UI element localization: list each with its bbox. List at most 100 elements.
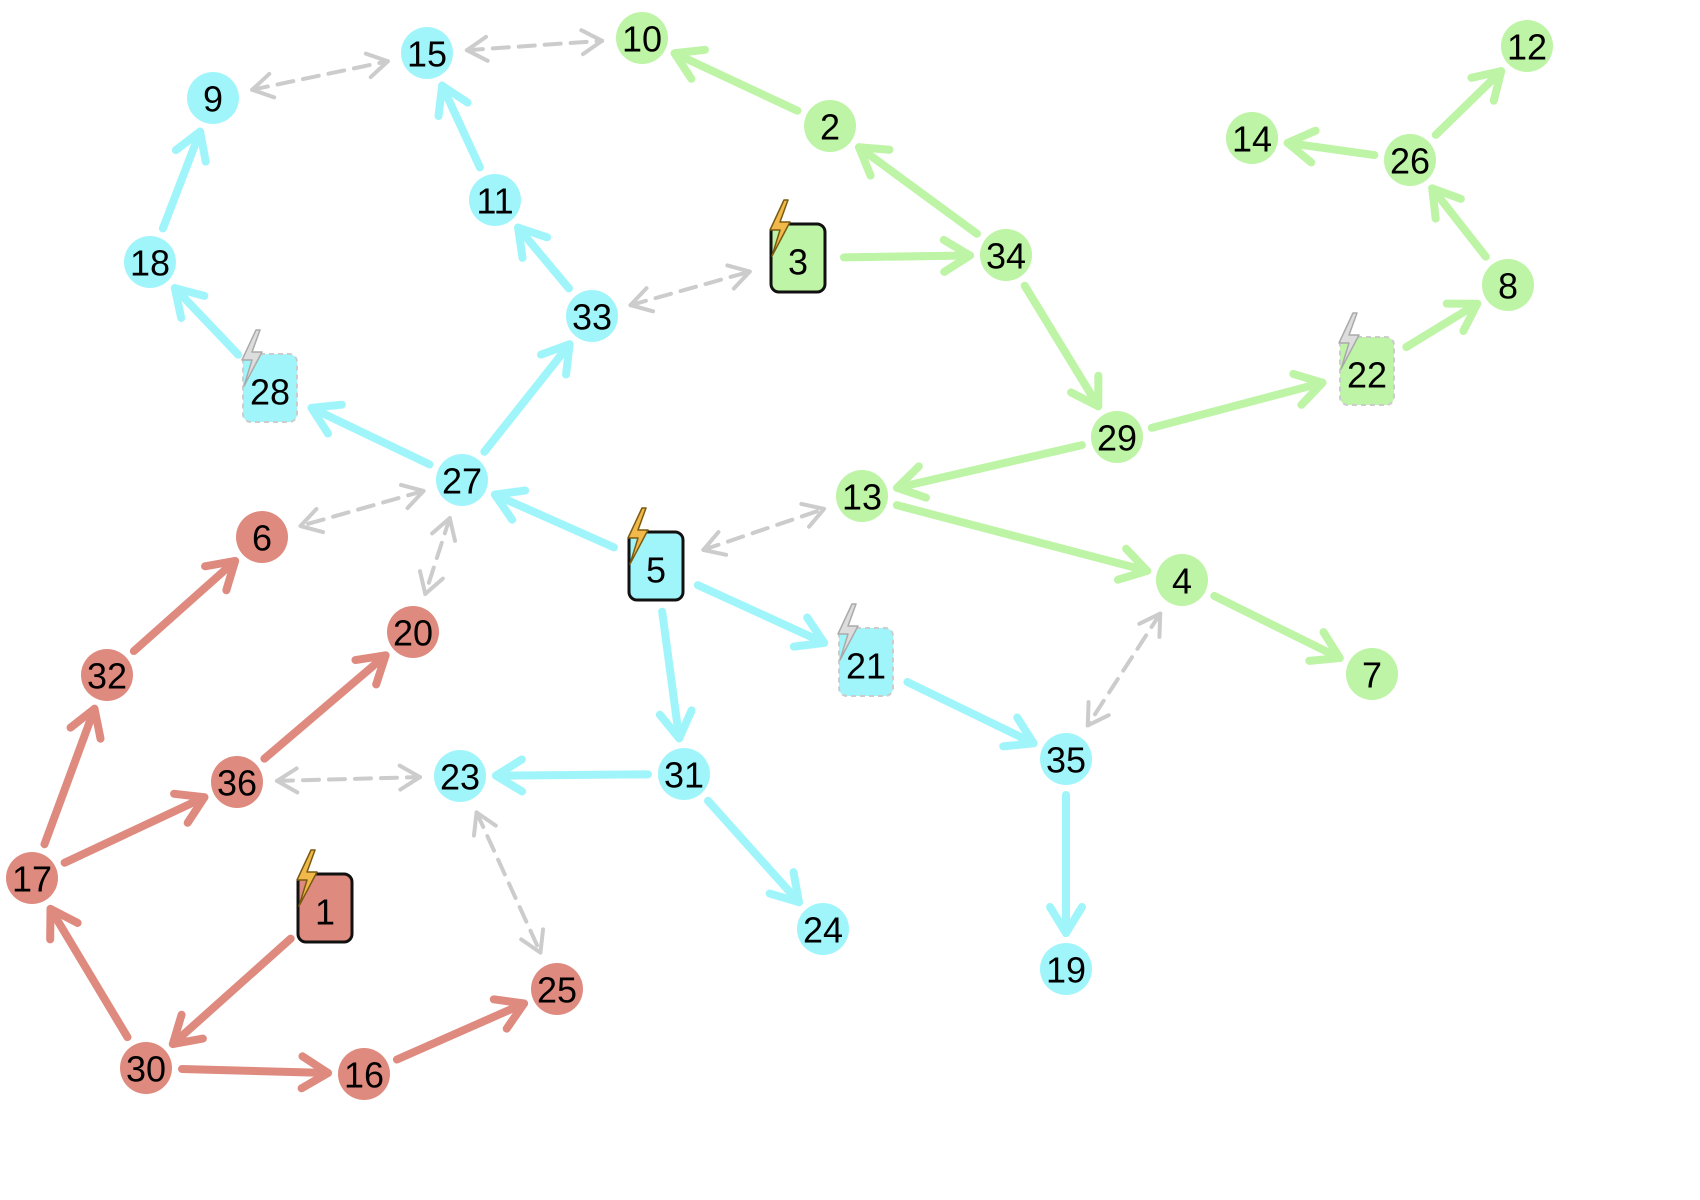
node-29-circle[interactable] — [1091, 411, 1143, 463]
node-31-circle[interactable] — [658, 748, 710, 800]
node-2[interactable]: 2 — [804, 100, 856, 152]
node-15-circle[interactable] — [401, 27, 453, 79]
node-3[interactable]: 3 — [769, 199, 827, 294]
node-14-circle[interactable] — [1226, 112, 1278, 164]
node-36-label: 36 — [217, 763, 257, 804]
node-28[interactable]: 28 — [241, 329, 298, 423]
node-34-circle[interactable] — [980, 229, 1032, 281]
node-25-circle[interactable] — [531, 963, 583, 1015]
node-15[interactable]: 15 — [401, 27, 453, 79]
edge-32-6 — [129, 556, 240, 656]
node-5-box[interactable] — [627, 530, 685, 602]
node-17[interactable]: 17 — [6, 852, 58, 904]
edge-36-20 — [260, 651, 390, 763]
node-20-circle[interactable] — [387, 606, 439, 658]
node-23[interactable]: 23 — [434, 750, 486, 802]
node-9[interactable]: 9 — [187, 72, 239, 124]
node-35[interactable]: 35 — [1040, 733, 1092, 785]
node-33-circle[interactable] — [566, 290, 618, 342]
node-30-circle[interactable] — [120, 1042, 172, 1094]
node-13[interactable]: 13 — [836, 470, 888, 522]
node-24-label: 24 — [803, 910, 843, 951]
node-27[interactable]: 27 — [436, 454, 488, 506]
node-29-label: 29 — [1097, 418, 1137, 459]
node-7[interactable]: 7 — [1346, 648, 1398, 700]
node-35-circle[interactable] — [1040, 733, 1092, 785]
edge-34-29 — [1020, 281, 1103, 411]
node-19[interactable]: 19 — [1040, 943, 1092, 995]
node-36-circle[interactable] — [211, 756, 263, 808]
edge-23-25 — [471, 810, 546, 955]
node-23-circle[interactable] — [434, 750, 486, 802]
node-22-label: 22 — [1347, 355, 1387, 396]
node-1-label: 1 — [315, 892, 335, 933]
edge-30-17 — [46, 904, 132, 1042]
node-18-circle[interactable] — [124, 236, 176, 288]
node-25-label: 25 — [537, 970, 577, 1011]
edge-27-33 — [480, 340, 574, 456]
node-16-label: 16 — [344, 1055, 384, 1096]
node-31-label: 31 — [664, 755, 704, 796]
node-26-circle[interactable] — [1384, 134, 1436, 186]
lightning-inactive-icon — [837, 603, 859, 661]
node-18[interactable]: 18 — [124, 236, 176, 288]
node-6[interactable]: 6 — [236, 511, 288, 563]
node-11[interactable]: 11 — [469, 174, 521, 226]
node-1-box[interactable] — [296, 872, 354, 944]
node-24[interactable]: 24 — [797, 903, 849, 955]
node-7-circle[interactable] — [1346, 648, 1398, 700]
lightning-inactive-icon — [241, 329, 263, 387]
edge-31-24 — [704, 796, 803, 907]
edge-27-20 — [417, 516, 458, 596]
node-33[interactable]: 33 — [566, 290, 618, 342]
node-8-circle[interactable] — [1482, 259, 1534, 311]
node-1[interactable]: 1 — [296, 849, 354, 944]
node-4-circle[interactable] — [1156, 554, 1208, 606]
node-27-circle[interactable] — [436, 454, 488, 506]
node-12-circle[interactable] — [1501, 20, 1553, 72]
edge-5-31 — [655, 607, 696, 743]
node-34[interactable]: 34 — [980, 229, 1032, 281]
node-20[interactable]: 20 — [387, 606, 439, 658]
edge-35-19 — [1046, 791, 1086, 937]
node-13-circle[interactable] — [836, 470, 888, 522]
node-6-circle[interactable] — [236, 511, 288, 563]
node-36[interactable]: 36 — [211, 756, 263, 808]
node-29[interactable]: 29 — [1091, 411, 1143, 463]
node-3-box[interactable] — [769, 222, 827, 294]
node-32-circle[interactable] — [81, 649, 133, 701]
node-25[interactable]: 25 — [531, 963, 583, 1015]
node-9-circle[interactable] — [187, 72, 239, 124]
node-21-box[interactable] — [838, 627, 894, 697]
edge-13-4 — [892, 501, 1152, 584]
node-5[interactable]: 5 — [627, 507, 685, 602]
node-10[interactable]: 10 — [616, 12, 668, 64]
node-22[interactable]: 22 — [1338, 312, 1395, 406]
node-2-circle[interactable] — [804, 100, 856, 152]
node-31[interactable]: 31 — [658, 748, 710, 800]
edge-36-23 — [274, 763, 423, 795]
node-16[interactable]: 16 — [338, 1048, 390, 1100]
node-19-circle[interactable] — [1040, 943, 1092, 995]
node-21[interactable]: 21 — [837, 603, 894, 697]
node-16-circle[interactable] — [338, 1048, 390, 1100]
node-22-box[interactable] — [1339, 336, 1395, 406]
node-30[interactable]: 30 — [120, 1042, 172, 1094]
node-14[interactable]: 14 — [1226, 112, 1278, 164]
node-34-label: 34 — [986, 236, 1026, 277]
node-28-box[interactable] — [242, 353, 298, 423]
edge-18-9 — [158, 127, 210, 233]
node-24-circle[interactable] — [797, 903, 849, 955]
node-32[interactable]: 32 — [81, 649, 133, 701]
node-10-circle[interactable] — [616, 12, 668, 64]
node-26[interactable]: 26 — [1384, 134, 1436, 186]
node-4[interactable]: 4 — [1156, 554, 1208, 606]
node-12[interactable]: 12 — [1501, 20, 1553, 72]
node-13-label: 13 — [842, 477, 882, 518]
node-8[interactable]: 8 — [1482, 259, 1534, 311]
lightning-inactive-icon — [1338, 312, 1360, 370]
node-17-circle[interactable] — [6, 852, 58, 904]
node-11-circle[interactable] — [469, 174, 521, 226]
node-23-label: 23 — [440, 757, 480, 798]
edge-27-6 — [298, 482, 426, 535]
